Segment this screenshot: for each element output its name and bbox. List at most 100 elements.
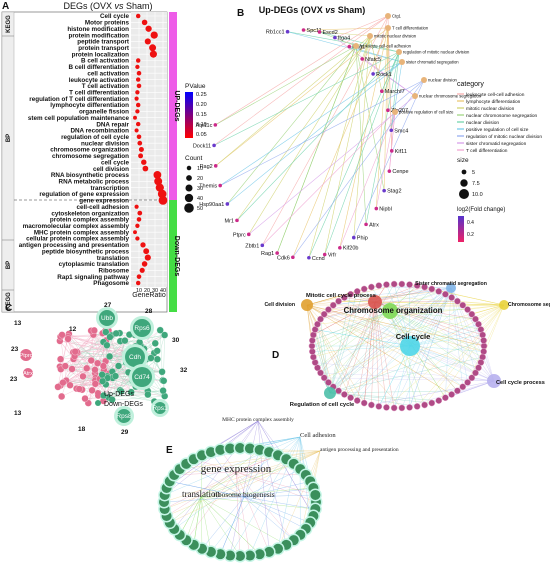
go-edge xyxy=(409,305,463,347)
go-term-label: Sister chromatid segregation xyxy=(415,281,487,287)
e-term-label: translation xyxy=(182,489,220,499)
go-edge xyxy=(409,294,446,347)
gene-node xyxy=(333,35,337,40)
go-term-node xyxy=(301,299,313,311)
ring-gene-node xyxy=(347,290,354,298)
term-label: macromolecular complex assembly xyxy=(23,223,130,230)
e-edge xyxy=(169,496,202,523)
e-term-label: gene expression xyxy=(201,463,272,475)
data-point xyxy=(141,159,147,165)
up-node xyxy=(66,381,74,389)
gene-node xyxy=(382,188,386,193)
e-edge xyxy=(164,436,301,496)
e-edge xyxy=(166,471,237,517)
down-node xyxy=(161,331,169,339)
pvalue-tick: 0.10 xyxy=(196,122,207,128)
term-label: leukocyte activation xyxy=(69,77,129,84)
gene-node xyxy=(225,202,230,206)
go-edge xyxy=(409,345,472,378)
up-node xyxy=(75,385,83,393)
up-node xyxy=(58,392,66,401)
go-edge xyxy=(475,304,505,320)
size-legend: 57.510.0 xyxy=(459,169,483,199)
term-label: organelle fission xyxy=(79,109,129,116)
x-tick-label: 40 xyxy=(160,288,166,294)
degree-label-down: 32 xyxy=(180,367,188,374)
data-point xyxy=(135,13,141,19)
gene-label: Ccnd xyxy=(312,256,325,262)
ring-gene-node xyxy=(479,331,486,339)
size-legend-dot xyxy=(460,179,468,187)
gene-node xyxy=(374,206,379,211)
down-node xyxy=(117,387,125,395)
e-term-label: antigen processing and presentation xyxy=(320,447,399,453)
ring-gene-node xyxy=(454,297,461,305)
go-term-node xyxy=(487,374,501,388)
data-point xyxy=(154,177,163,186)
hub-label: Rps8 xyxy=(116,413,132,420)
data-point xyxy=(142,165,149,172)
data-point xyxy=(137,140,143,146)
data-point xyxy=(136,70,142,76)
e-gene-node xyxy=(235,443,245,453)
ring-gene-node xyxy=(308,348,316,355)
cnet-edge xyxy=(308,51,400,258)
data-point xyxy=(141,261,148,267)
ppi-edge xyxy=(121,391,155,402)
ring-gene-node xyxy=(390,404,398,412)
term-label: protein modification xyxy=(68,32,129,39)
gene-label: Rb1cc1 xyxy=(266,30,285,36)
go-edge xyxy=(311,310,391,347)
data-point xyxy=(135,77,141,82)
e-edge xyxy=(200,496,212,552)
term-label: protein localization xyxy=(72,51,130,58)
term-label: peptide transport xyxy=(77,39,130,46)
go-edge xyxy=(393,287,452,409)
go-term-node xyxy=(368,295,382,309)
count-legend-label: 20 xyxy=(197,176,203,182)
cnet-edge xyxy=(372,15,389,74)
ring-gene-node xyxy=(421,401,428,409)
down-node xyxy=(147,354,155,362)
ring-gene-node xyxy=(472,369,479,377)
cnet-edge xyxy=(227,61,403,205)
go-edge xyxy=(389,309,468,312)
fc-tick: 0.4 xyxy=(467,220,474,226)
pvalue-tick: 0.05 xyxy=(196,132,207,138)
term-label: Phagosome xyxy=(93,280,129,287)
go-edge xyxy=(450,287,484,341)
data-point xyxy=(135,102,141,108)
fc-ticks: 0.40.2 xyxy=(467,220,474,238)
section-label: BP xyxy=(6,134,12,142)
category-legend-label: positive regulation of cell size xyxy=(466,127,529,133)
cnet-edge xyxy=(324,51,400,255)
data-point xyxy=(135,121,141,127)
e-edge xyxy=(243,487,314,498)
up-node xyxy=(68,365,76,373)
cnet-edge xyxy=(236,35,371,221)
ring-gene-node xyxy=(383,404,390,411)
gene-node xyxy=(218,183,222,188)
cnet-edge xyxy=(324,35,371,255)
gene-node xyxy=(307,255,311,260)
ring-gene-node xyxy=(329,301,337,309)
gene-label: Ptprc xyxy=(233,232,246,238)
e-gene-node xyxy=(244,550,255,561)
go-edge xyxy=(457,301,505,306)
data-point xyxy=(134,204,139,209)
up-node xyxy=(99,362,107,370)
size-legend-label: 10.0 xyxy=(472,192,483,198)
pvalue-ticks: 0.250.200.150.100.05 xyxy=(196,92,207,138)
panel-b-letter: B xyxy=(237,8,244,19)
ppi-edge xyxy=(67,338,83,390)
x-tick-label: 10 xyxy=(136,288,142,294)
cnet-edge xyxy=(236,51,400,221)
degree-label-up: 12 xyxy=(69,326,77,333)
ring-gene-node xyxy=(428,399,436,407)
ring-gene-node xyxy=(435,397,443,404)
hub-label: Cd74 xyxy=(134,374,150,381)
data-point xyxy=(134,96,139,101)
e-edge xyxy=(174,420,259,530)
degree-label-down: 30 xyxy=(172,337,180,344)
